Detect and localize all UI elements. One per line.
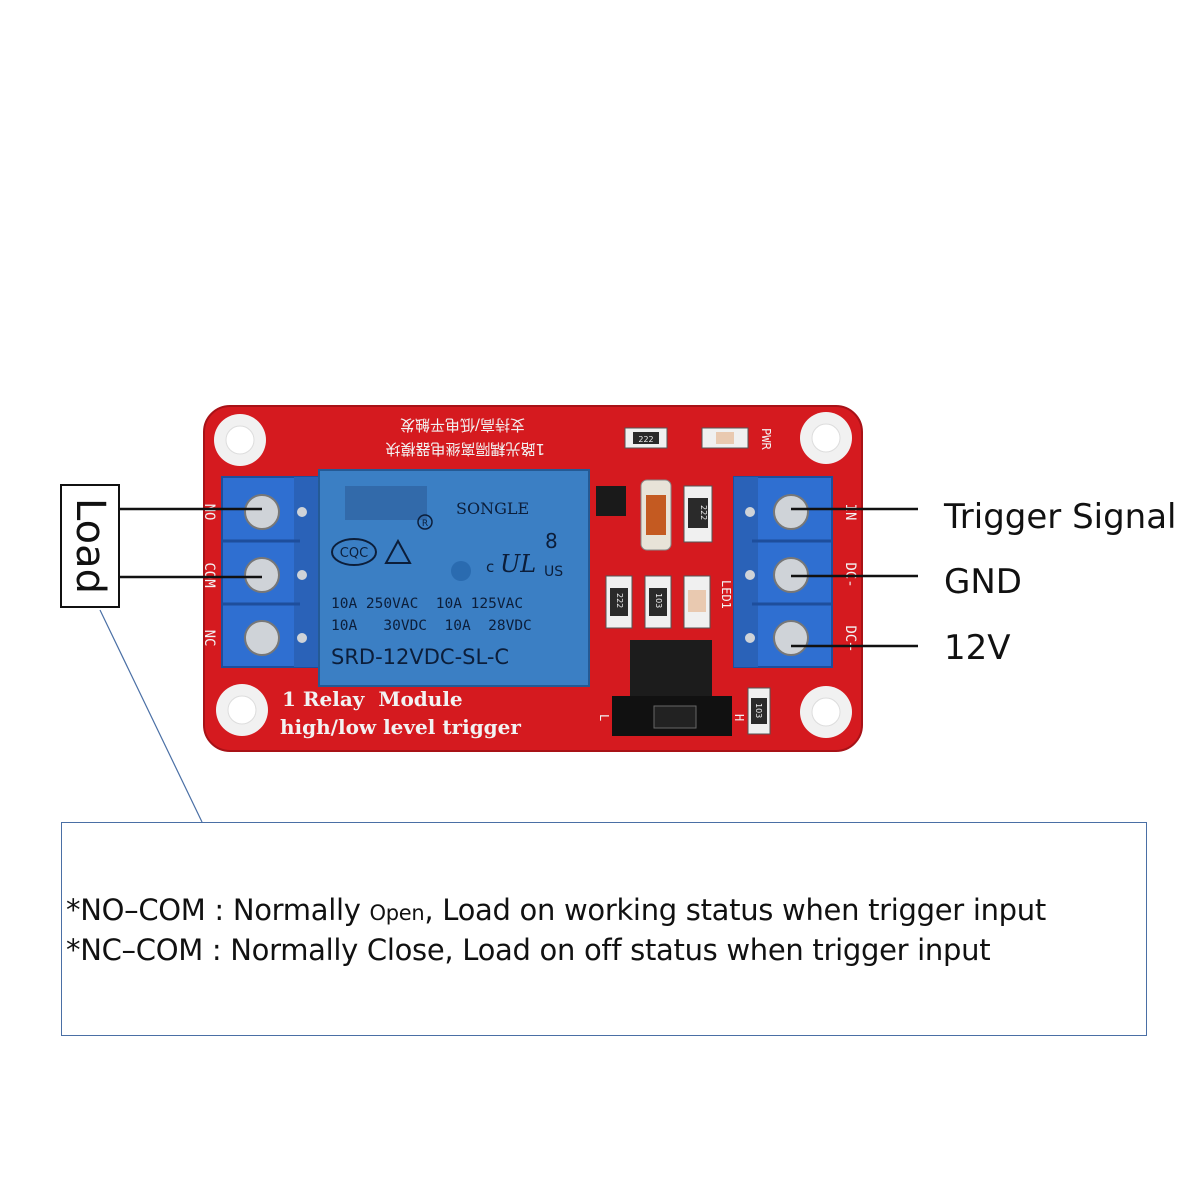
pin-label-no: NO [201,504,217,521]
relay: SONGLE R CQC 8 c UL US 10A 250VAC 10A 12… [318,469,590,687]
relay-ul-us: US [544,564,563,580]
screw-in [773,494,809,530]
relay-ul-mark: UL [500,550,536,578]
note-no-com-c: , Load on working status when trigger in… [424,893,1046,927]
screw-no [244,494,280,530]
right-terminal-block [733,476,833,668]
silk-led1: LED1 [719,580,733,609]
load-label-box: Load [60,484,120,608]
resistor-code-mid: 222 [699,505,708,520]
silk-chinese-1: 支持高/低电平触发 [400,416,525,434]
pin-label-com: COM [201,562,217,587]
jumper-high: H [732,714,746,721]
silk-footer-1: 1 Relay Module [282,687,463,711]
resistor-code-b: 103 [654,593,663,608]
left-terminal-block [221,476,319,668]
leader-lines [120,507,918,648]
screw-com [244,557,280,593]
note-nc-com: *NC–COM : Normally Close, Load on off st… [66,933,991,967]
note-no-com-a: *NO–COM : Normally [66,893,370,927]
note-no-com: *NO–COM : Normally Open, Load on working… [66,893,1046,927]
load-callout-line [99,609,203,823]
resistor-code-a: 222 [615,593,624,608]
pin-label-dc-plus: DC+ [842,625,858,650]
relay-brand: SONGLE [456,499,529,518]
mounting-holes [214,412,852,738]
relay-cqc: CQC [340,546,368,561]
smd-components: 222 PWR 222 222 103 LED1 L H 103 [596,427,773,736]
silk-pwr: PWR [759,428,773,450]
silk-chinese-2: 1路光耦隔离继电器模块 [385,440,545,458]
label-load: Load [67,498,113,594]
relay-ul-c: c [486,558,494,576]
relay-ul-number: 8 [545,529,558,553]
screw-dc-plus [773,620,809,656]
screw-nc [244,620,280,656]
svg-text:R: R [422,519,428,529]
label-12v: 12V [944,628,1011,668]
chinese-silkscreen: 支持高/低电平触发 1路光耦隔离继电器模块 [385,416,545,458]
relay-rating-1: 10A 250VAC 10A 125VAC [331,596,523,612]
note-no-com-open: Open [369,901,425,925]
silk-footer-2: high/low level trigger [280,715,521,739]
label-trigger-signal: Trigger Signal [944,497,1177,537]
pin-label-in: IN [842,504,858,521]
relay-rating-2: 10A 30VDC 10A 28VDC [331,618,532,634]
label-gnd: GND [944,562,1022,602]
pin-label-nc: NC [201,630,217,647]
resistor-code-top: 222 [638,435,653,444]
jumper-low: L [597,714,611,721]
resistor-code-c: 103 [754,703,763,718]
relay-model: SRD-12VDC-SL-C [331,645,509,669]
notes-box: *NO–COM : Normally Open, Load on working… [61,822,1147,1036]
